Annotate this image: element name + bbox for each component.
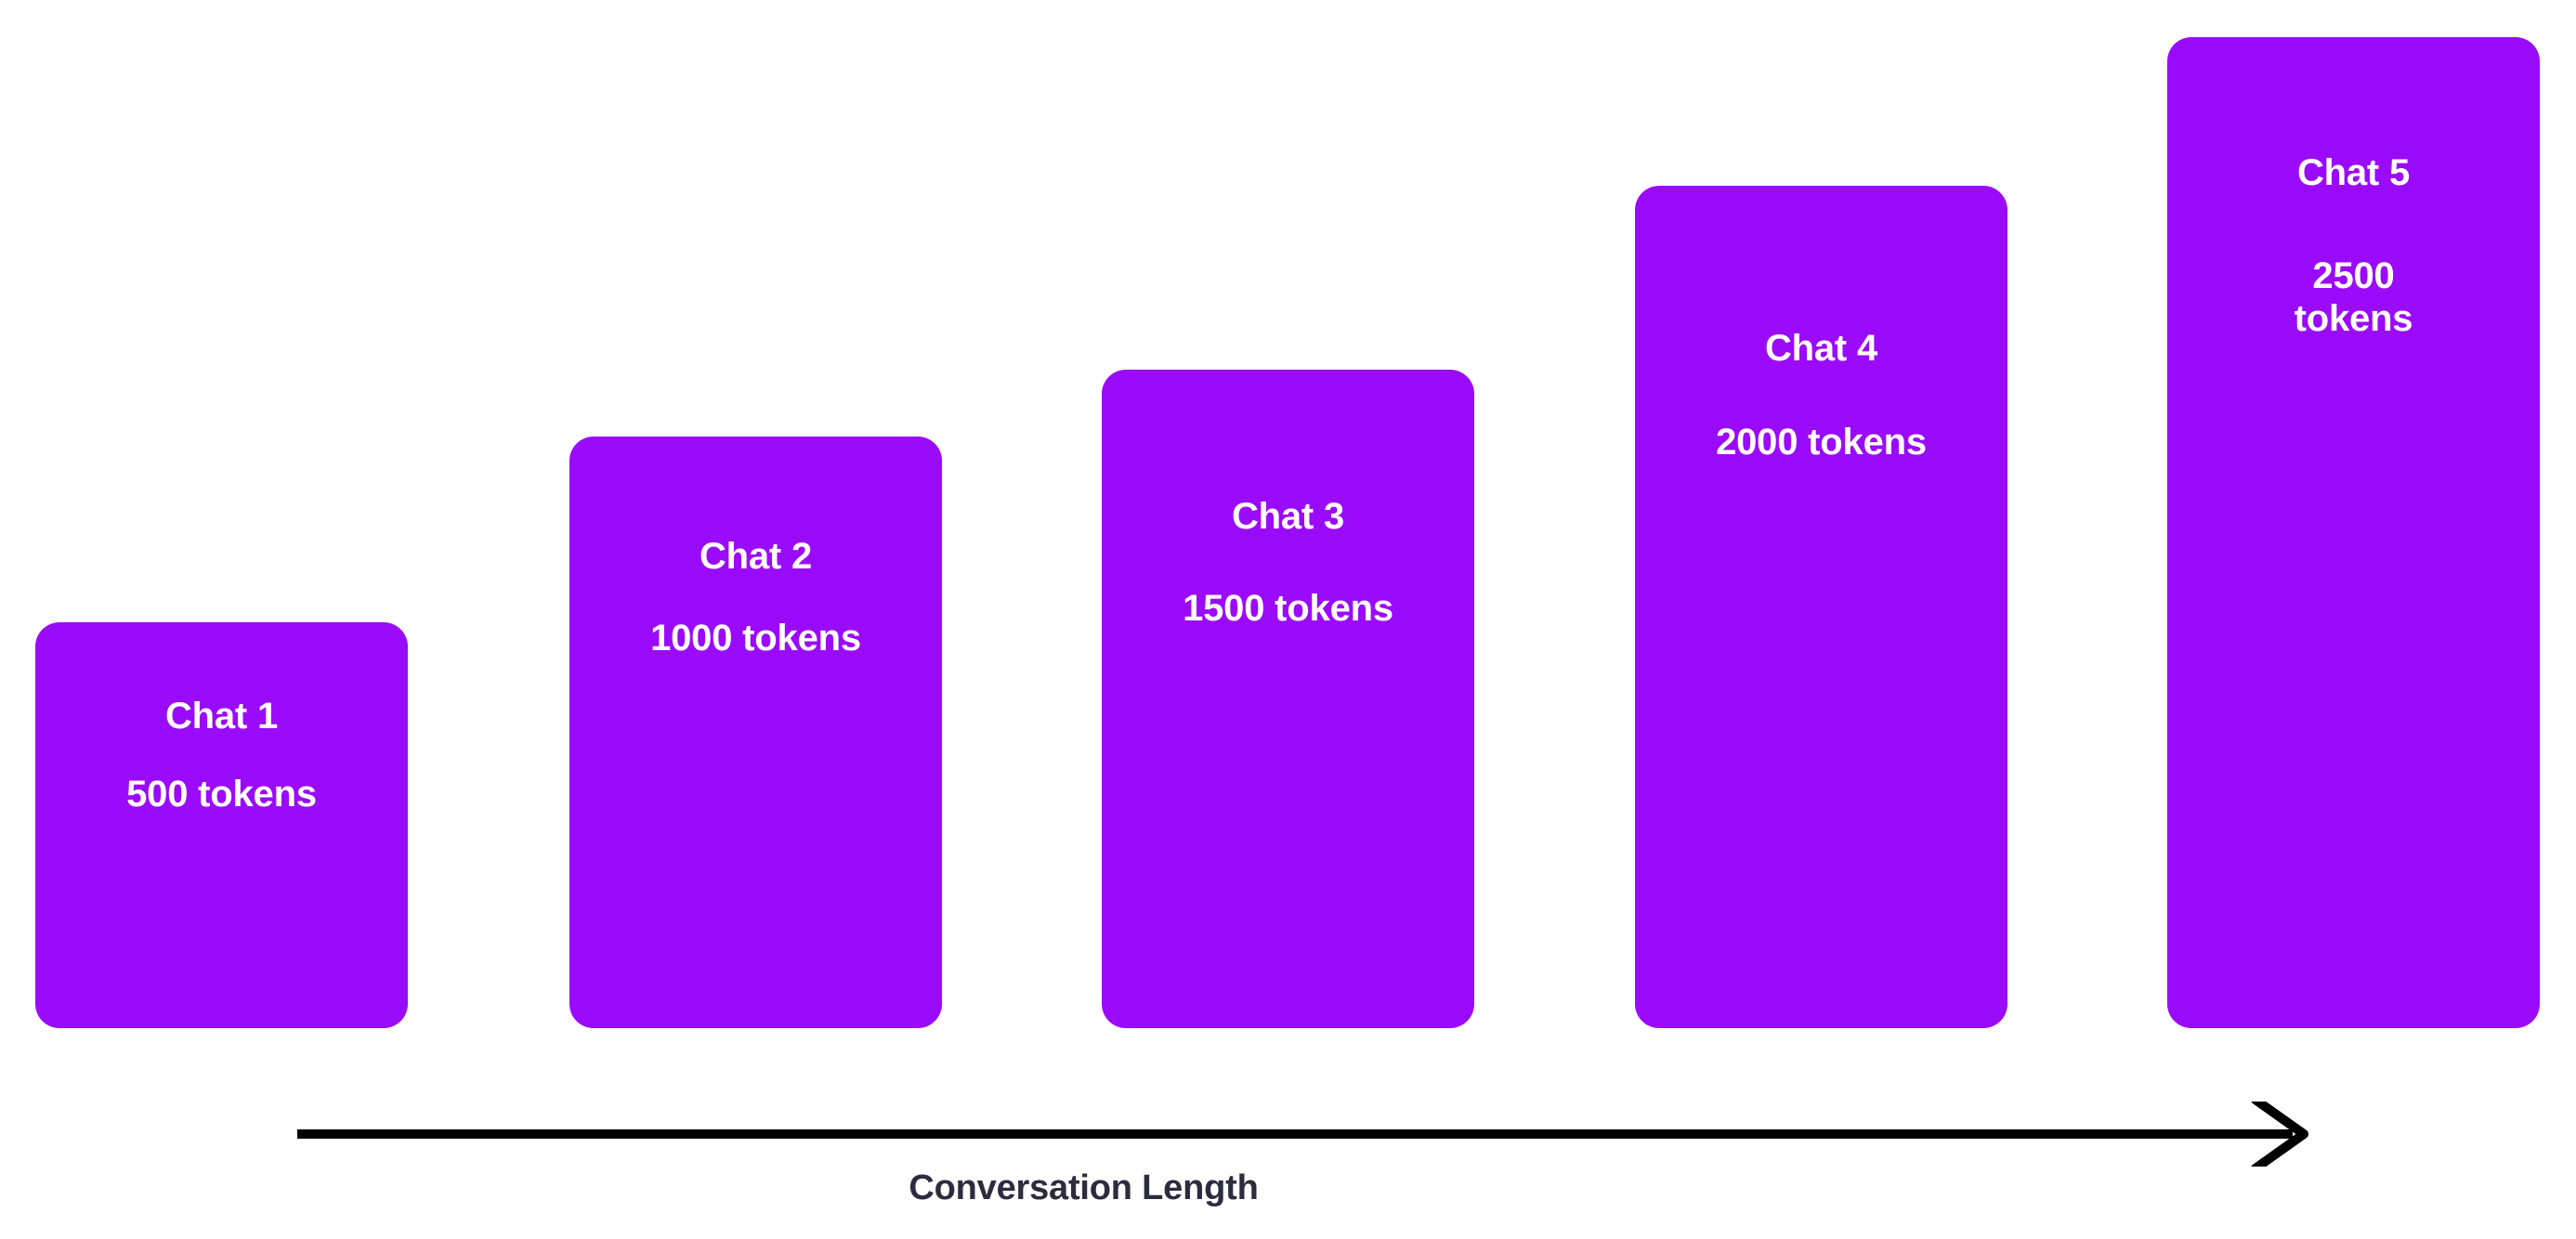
bar-chat-5: Chat 5 2500 tokens [2167,37,2540,1028]
arrow-right-icon [288,1102,2322,1167]
bar-label-name: Chat 4 [1764,328,1878,369]
bar-chat-2: Chat 2 1000 tokens [569,437,942,1028]
x-axis-label: Conversation Length [909,1168,1259,1207]
bar-label-value: 2500 tokens [2294,255,2413,339]
bar-label-name: Chat 5 [2296,152,2411,193]
bar-label-value: 1000 tokens [650,618,861,659]
bar-label-value: 2000 tokens [1716,422,1927,463]
bar-label-name: Chat 1 [164,696,279,737]
bar-chat-4: Chat 4 2000 tokens [1635,186,2007,1028]
bar-label-name: Chat 3 [1231,496,1345,537]
bar-label-value: 500 tokens [126,774,317,815]
bar-label-name: Chat 2 [699,536,813,577]
bar-chat-1: Chat 1 500 tokens [35,622,408,1028]
bar-label-value: 1500 tokens [1183,588,1393,629]
bar-chat-3: Chat 3 1500 tokens [1102,370,1474,1028]
